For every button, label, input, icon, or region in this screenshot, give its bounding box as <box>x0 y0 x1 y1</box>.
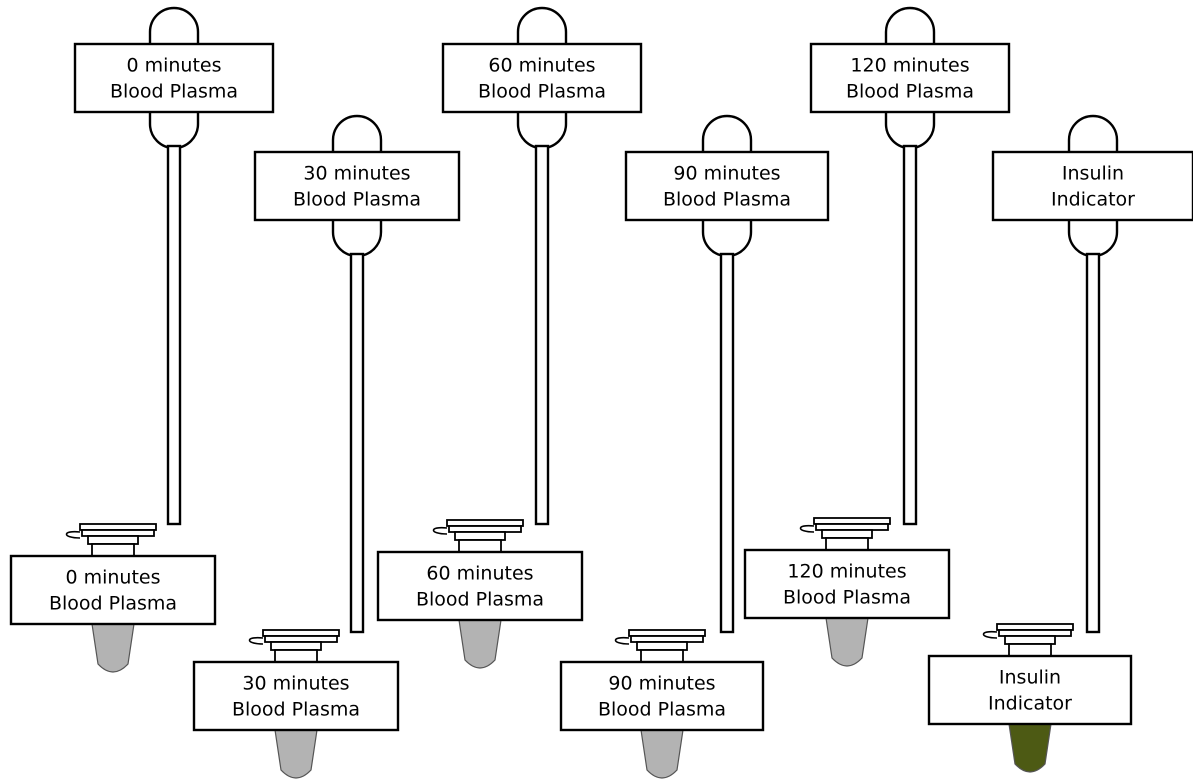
tube-rim <box>271 642 321 650</box>
tube-cap <box>82 530 154 536</box>
tube-rim <box>822 530 872 538</box>
pipette-label-line1: 0 minutes <box>126 55 221 77</box>
pipette-stem <box>168 146 180 524</box>
tube-hinge <box>67 532 81 538</box>
tube-hinge <box>801 526 815 532</box>
tube-label-line2: Blood Plasma <box>49 593 177 615</box>
tube-label-line2: Blood Plasma <box>598 699 726 721</box>
tube-cap-top <box>447 520 523 526</box>
tube-label-line2: Blood Plasma <box>416 589 544 611</box>
tube-neck <box>1009 644 1051 656</box>
tube-hinge <box>434 528 448 534</box>
tube-label-line1: 90 minutes <box>608 673 715 695</box>
tube-neck <box>641 650 683 662</box>
tube-neck <box>275 650 317 662</box>
tube-rim <box>1005 636 1055 644</box>
tube-liquid <box>275 730 317 778</box>
tube-label-line1: 120 minutes <box>787 561 906 583</box>
pipette-stem <box>904 146 916 524</box>
tube-hinge <box>616 638 630 644</box>
tube-cap-top <box>80 524 156 530</box>
pipette-label-line1: 120 minutes <box>850 55 969 77</box>
pipette-label-line2: Blood Plasma <box>478 81 606 103</box>
tube-liquid <box>1009 724 1051 772</box>
tube-cap-top <box>263 630 339 636</box>
tube-label-line1: 60 minutes <box>426 563 533 585</box>
tube-cap <box>265 636 337 642</box>
tube-rim <box>455 532 505 540</box>
tube-hinge <box>250 638 264 644</box>
pipette-label-line1: Insulin <box>1062 163 1124 185</box>
tube-liquid <box>92 624 134 672</box>
pipette-label-line2: Blood Plasma <box>110 81 238 103</box>
tube-hinge <box>984 632 998 638</box>
tube-cap <box>449 526 521 532</box>
tube-neck <box>92 544 134 556</box>
tube-rim <box>88 536 138 544</box>
tube-label-line2: Indicator <box>988 693 1072 715</box>
tube-label-line1: 0 minutes <box>65 567 160 589</box>
tube-cap <box>999 630 1071 636</box>
pipette-label-line2: Indicator <box>1051 189 1135 211</box>
tube-cap-top <box>629 630 705 636</box>
tube-label-line1: Insulin <box>999 667 1061 689</box>
tube-cap <box>816 524 888 530</box>
pipette-label-line2: Blood Plasma <box>846 81 974 103</box>
pipette-stem <box>351 254 363 632</box>
tube-cap-top <box>814 518 890 524</box>
tube-cap-top <box>997 624 1073 630</box>
pipette-label-line2: Blood Plasma <box>663 189 791 211</box>
pipette-label-line2: Blood Plasma <box>293 189 421 211</box>
tube-liquid <box>826 618 868 666</box>
tube-label-line2: Blood Plasma <box>783 587 911 609</box>
tube-label-line2: Blood Plasma <box>232 699 360 721</box>
tube-label-line1: 30 minutes <box>242 673 349 695</box>
tube-rim <box>637 642 687 650</box>
pipette-stem <box>536 146 548 524</box>
pipette-label-line1: 30 minutes <box>303 163 410 185</box>
tube-neck <box>826 538 868 550</box>
pipette-stem <box>1087 254 1099 632</box>
pipette-label-line1: 90 minutes <box>673 163 780 185</box>
tube-neck <box>459 540 501 552</box>
pipette-stem <box>721 254 733 632</box>
tube-cap <box>631 636 703 642</box>
tube-liquid <box>641 730 683 778</box>
tube-liquid <box>459 620 501 668</box>
pipette-label-line1: 60 minutes <box>488 55 595 77</box>
